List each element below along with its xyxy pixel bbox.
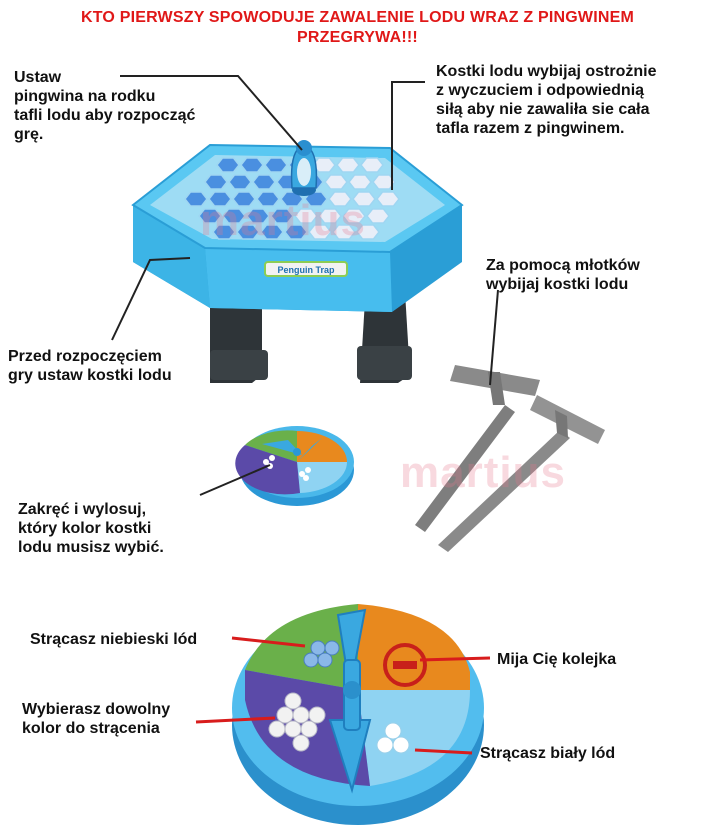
penguin-figure-icon [290,140,318,196]
ice-cube [212,224,236,240]
ice-cube [228,174,252,190]
no-entry-icon [383,643,427,687]
ice-cube [222,208,246,224]
ice-cube [342,208,366,224]
callout-lines [111,75,499,496]
ice-cube [204,174,228,190]
line-setup [111,257,191,341]
ice-cube [348,174,372,190]
title-line-1: KTO PIERWSZY SPOWODUJE ZAWALENIE LODU WR… [80,9,635,26]
ice-cube [270,208,294,224]
ice-cube [252,174,276,190]
line-spin [199,464,271,496]
callout-white: Strącasz biały lód [480,745,616,762]
ice-cube [308,224,332,240]
callout-blue: Strącasz niebieski lód [30,631,198,648]
ice-cube [312,157,336,173]
callout-knock-out: Kostki lodu wybijaj ostrożnie z wyczucie… [436,63,657,137]
title: KTO PIERWSZY SPOWODUJE ZAWALENIE LODU WR… [0,8,715,48]
watermark: martius [200,196,366,245]
small-spinner-icon [235,426,354,506]
sector-lightblue [358,690,470,786]
line-hammers [489,289,499,386]
callout-skip: Mija Cię kolejka [497,651,617,668]
callout-spin: Zakręć i wylosuj, który kolor kostki lod… [18,501,164,556]
red-pointer-lines [195,636,491,755]
ice-cube [246,208,270,224]
ice-cube [264,157,288,173]
ice-cube [318,208,342,224]
ice-cube [376,191,400,207]
callout-any: Wybierasz dowolny kolor do strącenia [22,701,171,737]
ice-cube [216,157,240,173]
ice-cube [260,224,284,240]
board-label: Penguin Trap [277,265,335,275]
ice-cube [366,208,390,224]
ice-cube [352,191,376,207]
line-penguin [120,75,303,151]
callout-setup: Przed rozpoczęciem gry ustaw kostki lodu [8,348,172,384]
ice-cubes [184,157,400,240]
ice-cube [356,224,380,240]
ice-cube [240,157,264,173]
ice-cube [198,208,222,224]
ice-cube [184,191,208,207]
callout-penguin: Ustaw pingwina na rodku tafli lodu aby r… [14,69,196,143]
ice-cube [256,191,280,207]
big-spinner-icon [232,604,484,825]
hammer-icon [415,365,540,532]
ice-cube [360,157,384,173]
ice-cube [280,191,304,207]
ice-cube [284,224,308,240]
ice-cube [332,224,356,240]
hexagon-ice-tray-icon: Penguin Trap [131,143,464,383]
line-knock [391,81,425,190]
ice-cube [294,208,318,224]
ice-cube [328,191,352,207]
ice-cube [208,191,232,207]
hammer-icon [438,395,605,552]
board-label-badge [264,261,348,277]
ice-cube [232,191,256,207]
ice-cube [236,224,260,240]
ice-cube [336,157,360,173]
ice-cube [372,174,396,190]
title-line-2: PRZEGRYWA!!! [297,29,418,46]
watermark: martius [400,448,566,497]
ice-cube [324,174,348,190]
callout-hammers: Za pomocą młotków wybijaj kostki lodu [486,257,640,293]
